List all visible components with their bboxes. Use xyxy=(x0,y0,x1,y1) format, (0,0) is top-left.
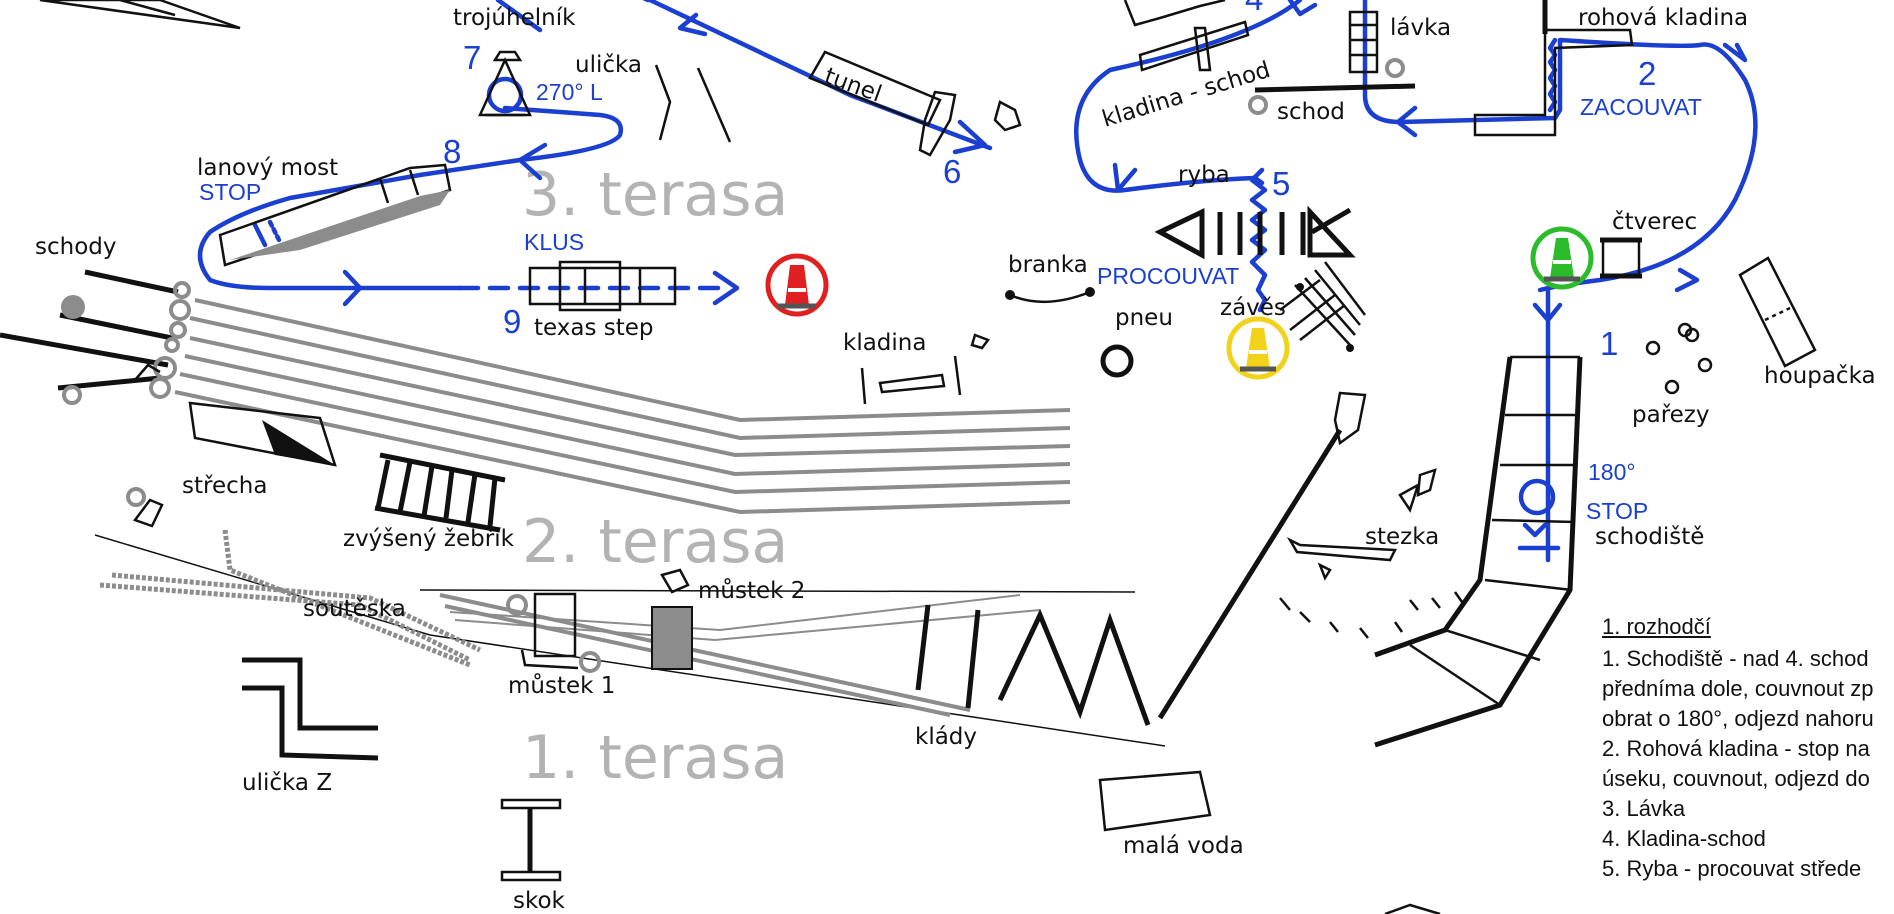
label-parezy: pařezy xyxy=(1632,402,1709,428)
bridge-1-obstacle xyxy=(506,592,601,673)
stairs-obstacle xyxy=(0,269,191,405)
label-mala-voda: malá voda xyxy=(1123,833,1244,859)
stumps-obstacle xyxy=(1645,322,1713,395)
zacouvat-label: ZACOUVAT xyxy=(1580,94,1702,120)
label-ulicka: ulička xyxy=(575,52,642,78)
turn-270-label: 270° L xyxy=(536,79,603,105)
note-line: 3. Lávka xyxy=(1602,796,1686,821)
stop-label-bridge: STOP xyxy=(199,179,261,205)
label-rohova-kladina: rohová kladina xyxy=(1578,5,1748,31)
label-schody: schody xyxy=(35,234,117,260)
route-number-4: 4 xyxy=(1245,0,1263,17)
terrace-1-label: 1. terasa xyxy=(522,723,788,793)
label-ulicka-z: ulička Z xyxy=(242,770,332,796)
terrace-3-label: 3. terasa xyxy=(522,160,788,230)
bridge-2-obstacle xyxy=(651,568,693,670)
course-route xyxy=(197,0,1758,563)
alley-obstacle xyxy=(654,64,732,143)
terrace-edge-lines xyxy=(94,298,1166,747)
route-number-8: 8 xyxy=(443,133,461,170)
turn-180-label: 180° xyxy=(1588,459,1636,485)
label-ryba: ryba xyxy=(1178,162,1230,188)
tunnel-obstacle xyxy=(808,50,1022,157)
label-branka: branka xyxy=(1008,252,1088,278)
gate-obstacle xyxy=(1009,290,1091,303)
procouvat-label: PROCOUVAT xyxy=(1097,263,1239,289)
note-line: předníma dole, couvnout zp xyxy=(1602,676,1874,701)
logs-obstacle xyxy=(915,604,1151,726)
note-line: úseku, couvnout, odjezd do xyxy=(1602,766,1870,791)
cone-yellow xyxy=(1226,316,1290,380)
note-line: obrat o 180°, odjezd nahoru xyxy=(1602,706,1874,731)
stop-label-staircase: STOP xyxy=(1586,498,1648,524)
roof-obstacle xyxy=(188,401,337,467)
label-lanovy-most: lanový most xyxy=(197,155,338,181)
label-texas-step: texas step xyxy=(534,315,654,341)
label-zvyseny-zebrik: zvýšený žebřík xyxy=(343,526,515,552)
tire-obstacle xyxy=(1100,344,1134,378)
staircase-obstacle xyxy=(1374,355,1583,748)
route-number-2: 2 xyxy=(1638,55,1656,92)
judge-notes: 1. rozhodčí 1. Schodiště - nad 4. schod … xyxy=(1602,612,1894,884)
beam-obstacle xyxy=(860,333,990,405)
raised-ladder-obstacle xyxy=(374,452,506,533)
label-skok: skok xyxy=(513,888,566,914)
corner-beam-obstacle xyxy=(1473,0,1634,137)
beam-step-obstacle xyxy=(1123,0,1416,115)
note-line: 5. Ryba - procouvat střede xyxy=(1602,856,1862,881)
label-strecha: střecha xyxy=(182,473,267,499)
judge-notes-heading: 1. rozhodčí xyxy=(1602,614,1711,639)
label-houpacka: houpačka xyxy=(1764,363,1876,389)
label-ctverec: čtverec xyxy=(1612,209,1697,235)
label-souteska: soutěska xyxy=(303,596,406,622)
triangle-obstacle xyxy=(478,50,532,117)
cone-red xyxy=(765,253,829,317)
fish-obstacle xyxy=(1154,205,1356,260)
label-zaves: závěs xyxy=(1220,295,1286,321)
label-mustek-2: můstek 2 xyxy=(698,577,805,604)
ledge-obstacle xyxy=(126,487,164,528)
alley-z-obstacle xyxy=(242,657,379,761)
path-obstacle xyxy=(1157,391,1464,720)
route-number-5: 5 xyxy=(1272,165,1290,202)
klus-label: KLUS xyxy=(524,229,584,255)
label-trojuhelnik: trojúhelník xyxy=(453,5,576,31)
cone-green xyxy=(1530,226,1594,290)
label-kladina: kladina xyxy=(843,330,926,356)
top-left-shape xyxy=(39,0,241,30)
label-klady: klády xyxy=(915,724,977,750)
label-schod: schod xyxy=(1277,99,1345,125)
seesaw-obstacle xyxy=(1738,256,1817,368)
note-line: 4. Kladina-schod xyxy=(1602,826,1766,851)
label-mustek-1: můstek 1 xyxy=(508,672,615,699)
walkway-obstacle xyxy=(1348,10,1405,78)
route-number-7: 7 xyxy=(463,39,481,76)
square-obstacle xyxy=(1600,237,1642,279)
small-water-obstacle xyxy=(1098,770,1212,832)
label-tunel: tunel xyxy=(821,63,885,108)
curtain-obstacle xyxy=(1279,261,1366,352)
rope-bridge-obstacle xyxy=(218,163,452,267)
route-number-9: 9 xyxy=(503,303,521,340)
label-lavka: lávka xyxy=(1390,15,1451,41)
route-number-1: 1 xyxy=(1600,325,1618,362)
terrace-2-label: 2. terasa xyxy=(522,507,788,577)
note-line: 1. Schodiště - nad 4. schod xyxy=(1602,646,1869,671)
note-line: 2. Rohová kladina - stop na xyxy=(1602,736,1870,761)
route-number-6: 6 xyxy=(943,153,961,190)
label-stezka: stezka xyxy=(1365,524,1439,550)
texas-step-obstacle xyxy=(528,260,677,312)
bottom-right-shape xyxy=(1384,903,1441,914)
jump-obstacle xyxy=(500,798,562,882)
label-pneu: pneu xyxy=(1115,305,1173,331)
label-schodiste: schodiště xyxy=(1595,524,1704,550)
